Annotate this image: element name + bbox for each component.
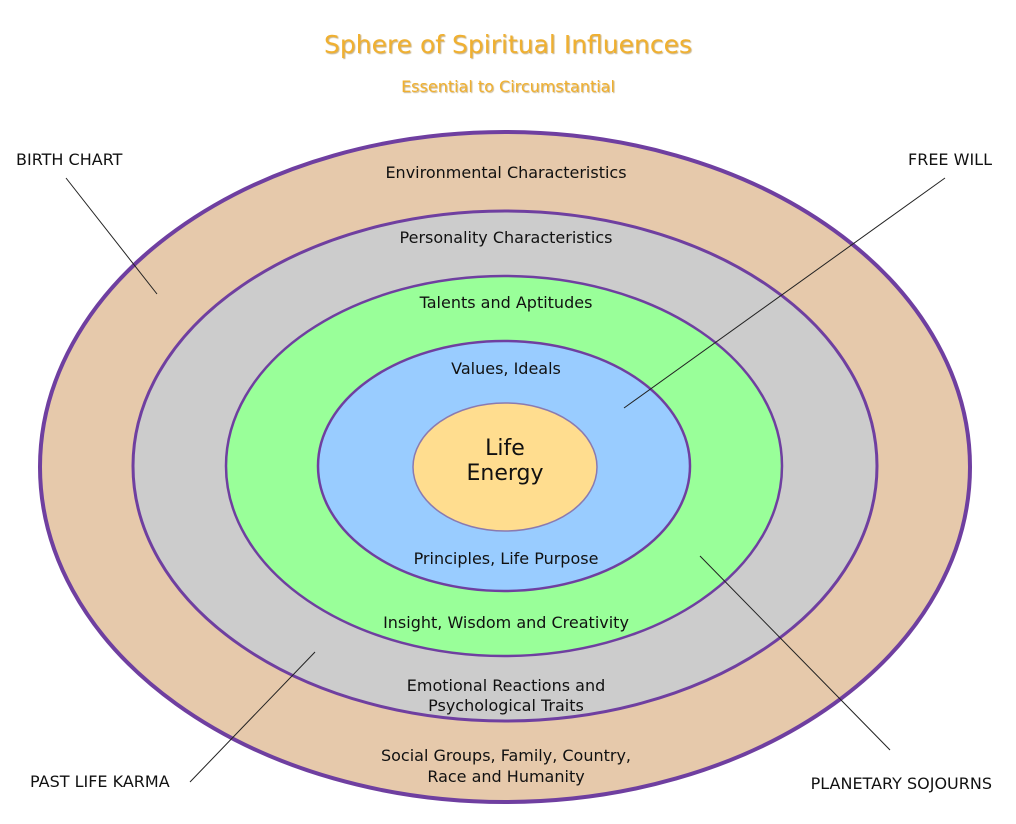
personality-label: Personality Characteristics bbox=[399, 228, 613, 247]
talents-lower-label: Insight, Wisdom and Creativity bbox=[383, 613, 629, 632]
life-energy-label: Life Energy bbox=[413, 436, 597, 486]
free-will-leader bbox=[623, 177, 946, 409]
values-label: Values, Ideals bbox=[451, 359, 561, 378]
environmental-lower-line1: Social Groups, Family, Country, bbox=[380, 746, 632, 765]
past-life-karma-callout: PAST LIFE KARMA bbox=[30, 772, 170, 791]
life-energy-core bbox=[412, 402, 598, 532]
birth-chart-leader bbox=[65, 177, 158, 295]
diagram-subtitle: Essential to Circumstantial bbox=[401, 77, 615, 96]
diagram-title: Sphere of Spiritual Influences bbox=[323, 30, 693, 59]
personality-lower-line1: Emotional Reactions and bbox=[406, 676, 606, 695]
environmental-lower-line2: Race and Humanity bbox=[427, 767, 585, 786]
personality-lower-label: Emotional Reactions and Psychological Tr… bbox=[311, 676, 701, 716]
birth-chart-callout: BIRTH CHART bbox=[16, 150, 123, 169]
values-lower-label: Principles, Life Purpose bbox=[413, 549, 599, 568]
personality-lower-line2: Psychological Traits bbox=[428, 696, 584, 715]
environmental-label: Environmental Characteristics bbox=[385, 163, 627, 182]
past-life-karma-leader bbox=[189, 651, 316, 783]
planetary-sojourns-callout: PLANETARY SOJOURNS bbox=[810, 774, 992, 793]
free-will-callout: FREE WILL bbox=[908, 150, 992, 169]
life-energy-line1: Life bbox=[485, 436, 525, 461]
planetary-sojourns-leader bbox=[699, 555, 891, 751]
life-energy-line2: Energy bbox=[466, 461, 544, 486]
environmental-lower-label: Social Groups, Family, Country, Race and… bbox=[311, 745, 701, 787]
talents-label: Talents and Aptitudes bbox=[419, 293, 593, 312]
